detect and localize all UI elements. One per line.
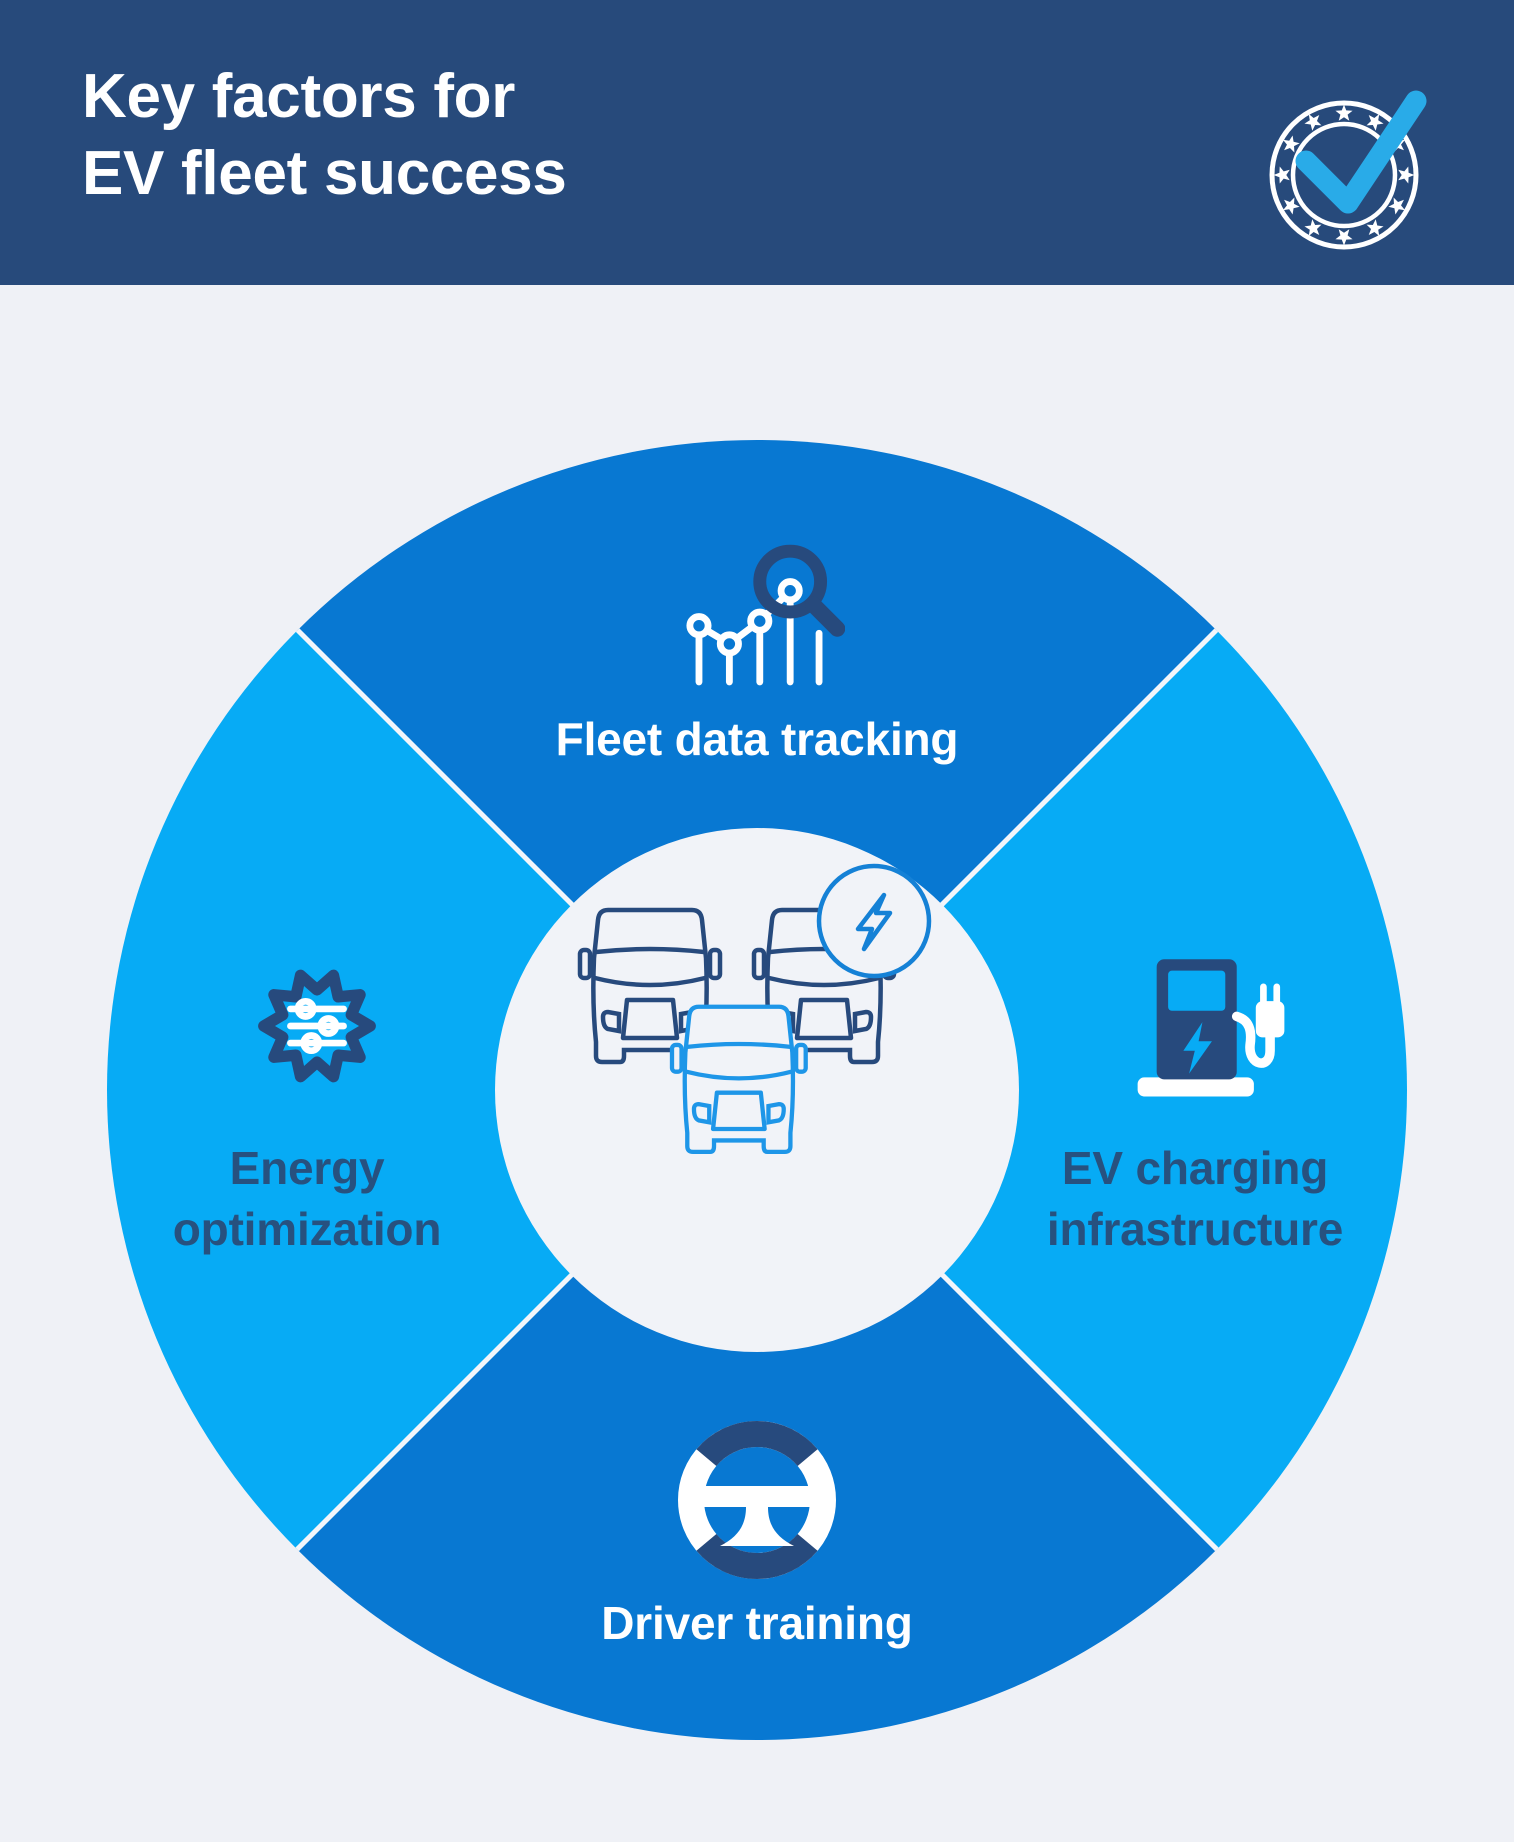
label-line: optimization (172, 1203, 442, 1255)
wheel-stem (720, 1507, 794, 1546)
lightning-badge (816, 863, 932, 979)
plug-icon (1255, 983, 1285, 1038)
label-line: EV charging (1061, 1142, 1329, 1194)
magnifier-icon (753, 544, 845, 637)
label-line: Energy (229, 1142, 385, 1194)
energy-optimization-icon (258, 969, 376, 1083)
charger-screen (1168, 970, 1226, 1011)
driver-training-icon (678, 1420, 836, 1580)
wheel-rim-bottom (696, 1533, 818, 1580)
segment-label-fleet-data-tracking: Fleet data tracking (555, 713, 959, 765)
center-hub (495, 828, 1019, 1352)
wheel-rim-top (696, 1420, 818, 1467)
lightning-bolt-icon (1183, 1022, 1212, 1074)
ev-charging-station-icon (1137, 959, 1285, 1097)
slider-controls (287, 997, 347, 1055)
title-line-1: Key factors for (82, 62, 516, 131)
verified-check-seal-icon (1269, 90, 1427, 250)
check-mark (1295, 90, 1427, 214)
front-truck (672, 1007, 806, 1152)
segment-label-driver-training: Driver training (601, 1597, 913, 1649)
fleet-data-tracking-icon (686, 544, 845, 686)
label-line: infrastructure (1046, 1203, 1344, 1255)
ev-truck-fleet-icon (572, 863, 932, 1171)
charger-base (1137, 1077, 1254, 1097)
seal-rings (1269, 100, 1419, 250)
wheel-crossbar (695, 1486, 819, 1507)
segment-label-energy-optimization: Energy optimization (87, 1138, 527, 1260)
title-line-2: EV fleet success (82, 139, 567, 208)
gear-outline (258, 969, 376, 1083)
header-banner: Key factors for EV fleet success (0, 0, 1514, 285)
lightning-bolt-icon (855, 892, 893, 952)
page-title: Key factors for EV fleet success (82, 58, 567, 212)
data-points (686, 578, 803, 657)
segment-label-ev-charging-infrastructure: EV charging infrastructure (975, 1138, 1415, 1260)
charging-cable (1231, 1011, 1275, 1068)
